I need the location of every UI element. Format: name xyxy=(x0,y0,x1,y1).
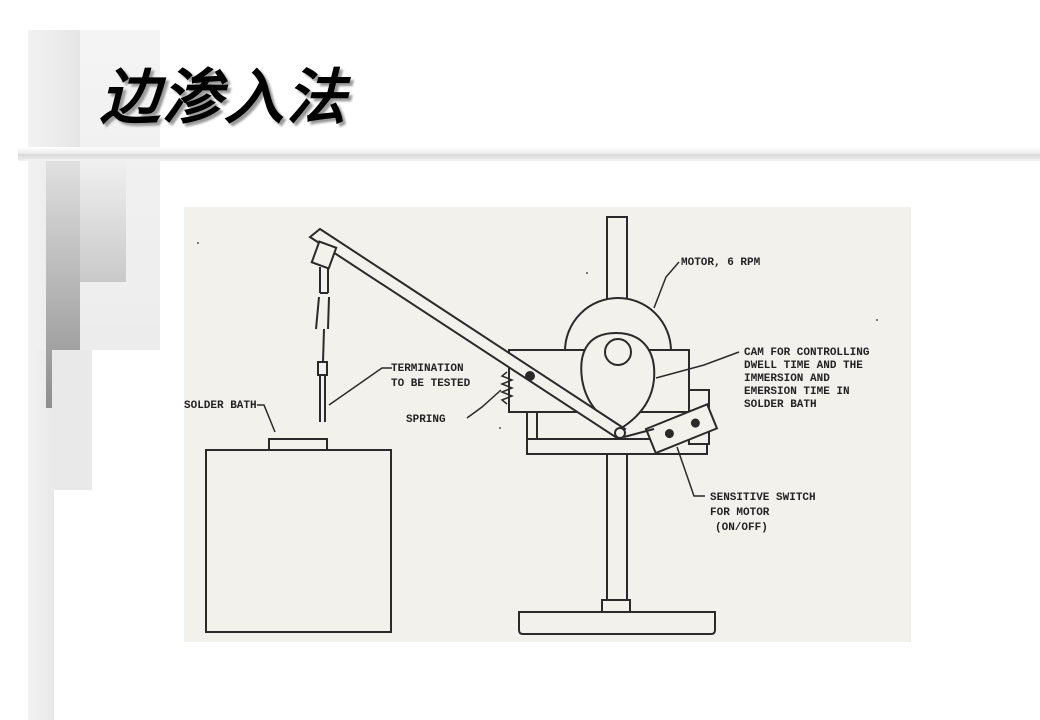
slide-title: 边渗入法 xyxy=(100,63,348,133)
lever-end xyxy=(614,427,626,439)
decor-bar xyxy=(52,350,92,490)
label-switch: SENSITIVE SWITCH FOR MOTOR (ON/OFF) xyxy=(710,492,822,534)
leader-switch xyxy=(676,446,705,497)
decor-bar xyxy=(80,160,126,282)
apparatus-diagram: MOTOR, 6 RPM CAM FOR CONTROLLING DWELL T… xyxy=(184,207,911,642)
title-divider xyxy=(18,147,1040,161)
switch-contact xyxy=(623,428,655,438)
stand-base xyxy=(518,611,716,635)
label-spring: SPRING xyxy=(406,414,446,426)
lever-pivot xyxy=(525,371,535,381)
cam-hub xyxy=(604,338,632,366)
scan-speckles xyxy=(197,242,878,429)
termination-holder xyxy=(310,240,338,422)
label-cam: CAM FOR CONTROLLING DWELL TIME AND THE I… xyxy=(744,347,876,411)
label-termination: TERMINATION TO BE TESTED xyxy=(391,363,471,390)
solder-bath xyxy=(205,449,392,633)
label-solder-bath: SOLDER BATH xyxy=(184,400,257,412)
leader-motor xyxy=(653,261,680,309)
leader-solder-bath xyxy=(257,404,276,433)
label-motor: MOTOR, 6 RPM xyxy=(681,257,761,269)
leader-cam xyxy=(655,351,740,379)
motor-switch xyxy=(644,402,719,455)
carriage-frame xyxy=(526,411,538,440)
leader-termination xyxy=(328,367,392,406)
motor-housing xyxy=(563,297,673,352)
spring xyxy=(499,371,515,405)
leader-spring xyxy=(466,389,502,419)
lever-arm xyxy=(308,227,627,440)
